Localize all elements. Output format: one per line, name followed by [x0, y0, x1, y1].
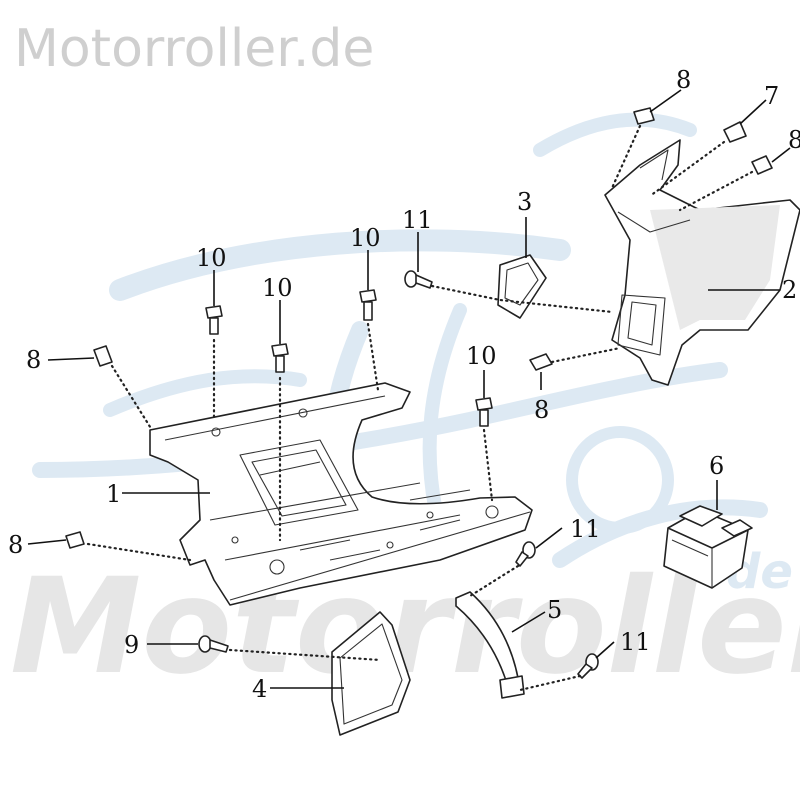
assembly-lines	[86, 124, 754, 692]
clip-8-d	[633, 107, 655, 125]
callout-8-d: 8	[676, 66, 691, 94]
part-5-side-strip	[455, 591, 525, 699]
part-6-battery	[663, 505, 753, 589]
part-2-front-cover	[604, 139, 800, 386]
screw-11-c	[577, 653, 599, 679]
callout-10-c: 10	[350, 224, 381, 252]
screw-11-b	[515, 541, 536, 567]
callout-5: 5	[547, 596, 562, 624]
callout-4: 4	[252, 675, 267, 703]
clip-7	[723, 121, 747, 143]
bolt-10-a	[205, 305, 223, 335]
clip-8-a	[93, 345, 113, 367]
watermark-logo	[32, 112, 768, 569]
bolt-10-b	[271, 343, 289, 373]
callout-3: 3	[517, 188, 532, 216]
callout-8-e: 8	[788, 126, 800, 154]
callout-labels: 1 2 3 4 5 6 7 8 8 8 8 8 9 10 10 10 10 11…	[8, 66, 800, 703]
callout-11-b: 11	[570, 515, 601, 543]
callout-9: 9	[124, 631, 139, 659]
clip-8-e	[751, 155, 773, 175]
callout-8-a: 8	[26, 346, 41, 374]
bolt-10-d	[475, 397, 493, 427]
part-4-lower-cover	[331, 611, 411, 736]
part-3-cover-plate	[497, 254, 547, 319]
callout-2: 2	[782, 276, 797, 304]
callout-10-a: 10	[196, 244, 227, 272]
callout-8-b: 8	[8, 531, 23, 559]
clip-8-b	[65, 531, 85, 549]
callout-11-c: 11	[620, 628, 651, 656]
callout-1: 1	[106, 480, 121, 508]
clip-8-c	[529, 353, 553, 371]
screw-11-a	[404, 270, 433, 289]
callout-8-c: 8	[534, 396, 549, 424]
callout-10-b: 10	[262, 274, 293, 302]
callout-11-a: 11	[402, 206, 433, 234]
part-1-floor-frame	[149, 382, 533, 606]
screw-9	[198, 635, 229, 653]
brand-title: Motorroller.de	[14, 19, 374, 79]
callout-6: 6	[709, 452, 724, 480]
callout-10-d: 10	[466, 342, 497, 370]
leader-lines	[27, 89, 791, 689]
bolt-10-c	[359, 289, 377, 321]
callout-7: 7	[764, 82, 779, 110]
